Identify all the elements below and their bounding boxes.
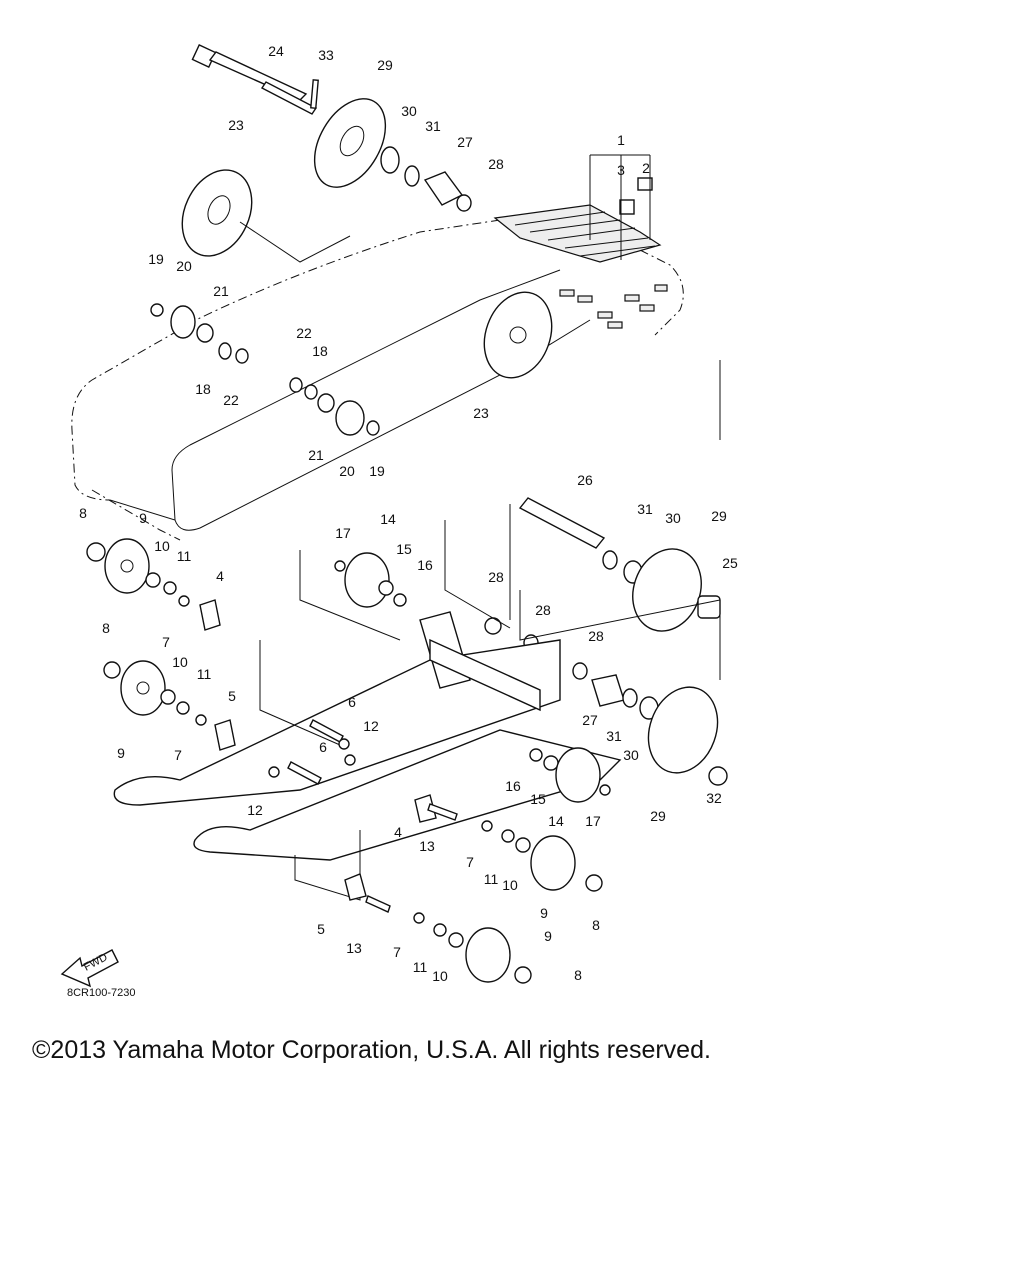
callout-30: 30 (665, 510, 681, 526)
callout-4: 4 (216, 568, 224, 584)
callout-12: 12 (363, 718, 379, 734)
callout-9: 9 (139, 510, 147, 526)
callout-7: 7 (466, 854, 474, 870)
callout-12: 12 (247, 802, 263, 818)
callout-29: 29 (650, 808, 666, 824)
callout-4: 4 (394, 824, 402, 840)
callout-6: 6 (319, 739, 327, 755)
callout-28: 28 (488, 569, 504, 585)
callout-26: 26 (577, 472, 593, 488)
callout-28: 28 (535, 602, 551, 618)
callout-27: 27 (457, 134, 473, 150)
callout-7: 7 (162, 634, 170, 650)
fwd-arrow: FWD (60, 949, 119, 988)
callout-3: 3 (617, 162, 625, 178)
callout-13: 13 (419, 838, 435, 854)
bolts (268, 719, 458, 913)
callout-11: 11 (197, 666, 212, 682)
callout-32: 32 (706, 790, 722, 806)
callout-9: 9 (544, 928, 552, 944)
callout-22: 22 (296, 325, 312, 341)
callout-9: 9 (117, 745, 125, 761)
callout-31: 31 (606, 728, 622, 744)
callout-25: 25 (722, 555, 738, 571)
callout-21: 21 (213, 283, 229, 299)
callout-15: 15 (530, 791, 546, 807)
callout-10: 10 (172, 654, 188, 670)
callout-10: 10 (432, 968, 448, 984)
callout-8: 8 (574, 967, 582, 983)
callout-16: 16 (417, 557, 433, 573)
callout-5: 5 (228, 688, 236, 704)
callout-27: 27 (582, 712, 598, 728)
callout-16: 16 (505, 778, 521, 794)
callout-18: 18 (195, 381, 211, 397)
callout-14: 14 (380, 511, 396, 527)
callout-30: 30 (401, 103, 417, 119)
callout-6: 6 (348, 694, 356, 710)
callout-15: 15 (396, 541, 412, 557)
callout-11: 11 (177, 548, 192, 564)
reference-code: 8CR100-7230 (67, 987, 136, 999)
callout-24: 24 (268, 43, 284, 59)
callout-30: 30 (623, 747, 639, 763)
callout-31: 31 (425, 118, 441, 134)
callout-29: 29 (377, 57, 393, 73)
callout-8: 8 (79, 505, 87, 521)
callout-10: 10 (154, 538, 170, 554)
callout-7: 7 (393, 944, 401, 960)
callout-33: 33 (318, 47, 334, 63)
callout-7: 7 (174, 747, 182, 763)
top-shaft-assembly (181, 44, 472, 263)
upper-idler-assembly (150, 154, 653, 436)
callout-11: 11 (413, 959, 428, 975)
callout-28: 28 (488, 156, 504, 172)
slide-wheels (86, 538, 611, 984)
slide-rail-frame (113, 550, 622, 901)
callout-1: 1 (617, 132, 625, 148)
callout-18: 18 (312, 343, 328, 359)
callout-23: 23 (473, 405, 489, 421)
callout-10: 10 (502, 877, 518, 893)
callout-17: 17 (335, 525, 351, 541)
callout-20: 20 (176, 258, 192, 274)
callout-19: 19 (148, 251, 164, 267)
callout-23: 23 (228, 117, 244, 133)
callout-31: 31 (637, 501, 653, 517)
callout-13: 13 (346, 940, 362, 956)
parts-diagram: FWD 243329303127282313219202118222218232… (60, 43, 738, 999)
callout-20: 20 (339, 463, 355, 479)
callout-8: 8 (102, 620, 110, 636)
callout-17: 17 (585, 813, 601, 829)
callout-14: 14 (548, 813, 564, 829)
callout-5: 5 (317, 921, 325, 937)
callout-8: 8 (592, 917, 600, 933)
rear-axle-assembly (444, 360, 728, 786)
callout-11: 11 (484, 871, 499, 887)
callout-28: 28 (588, 628, 604, 644)
callout-2: 2 (642, 160, 650, 176)
callout-19: 19 (369, 463, 385, 479)
callout-9: 9 (540, 905, 548, 921)
callout-22: 22 (223, 392, 239, 408)
callout-21: 21 (308, 447, 324, 463)
copyright-notice: ©2013 Yamaha Motor Corporation, U.S.A. A… (32, 1036, 711, 1064)
callout-29: 29 (711, 508, 727, 524)
